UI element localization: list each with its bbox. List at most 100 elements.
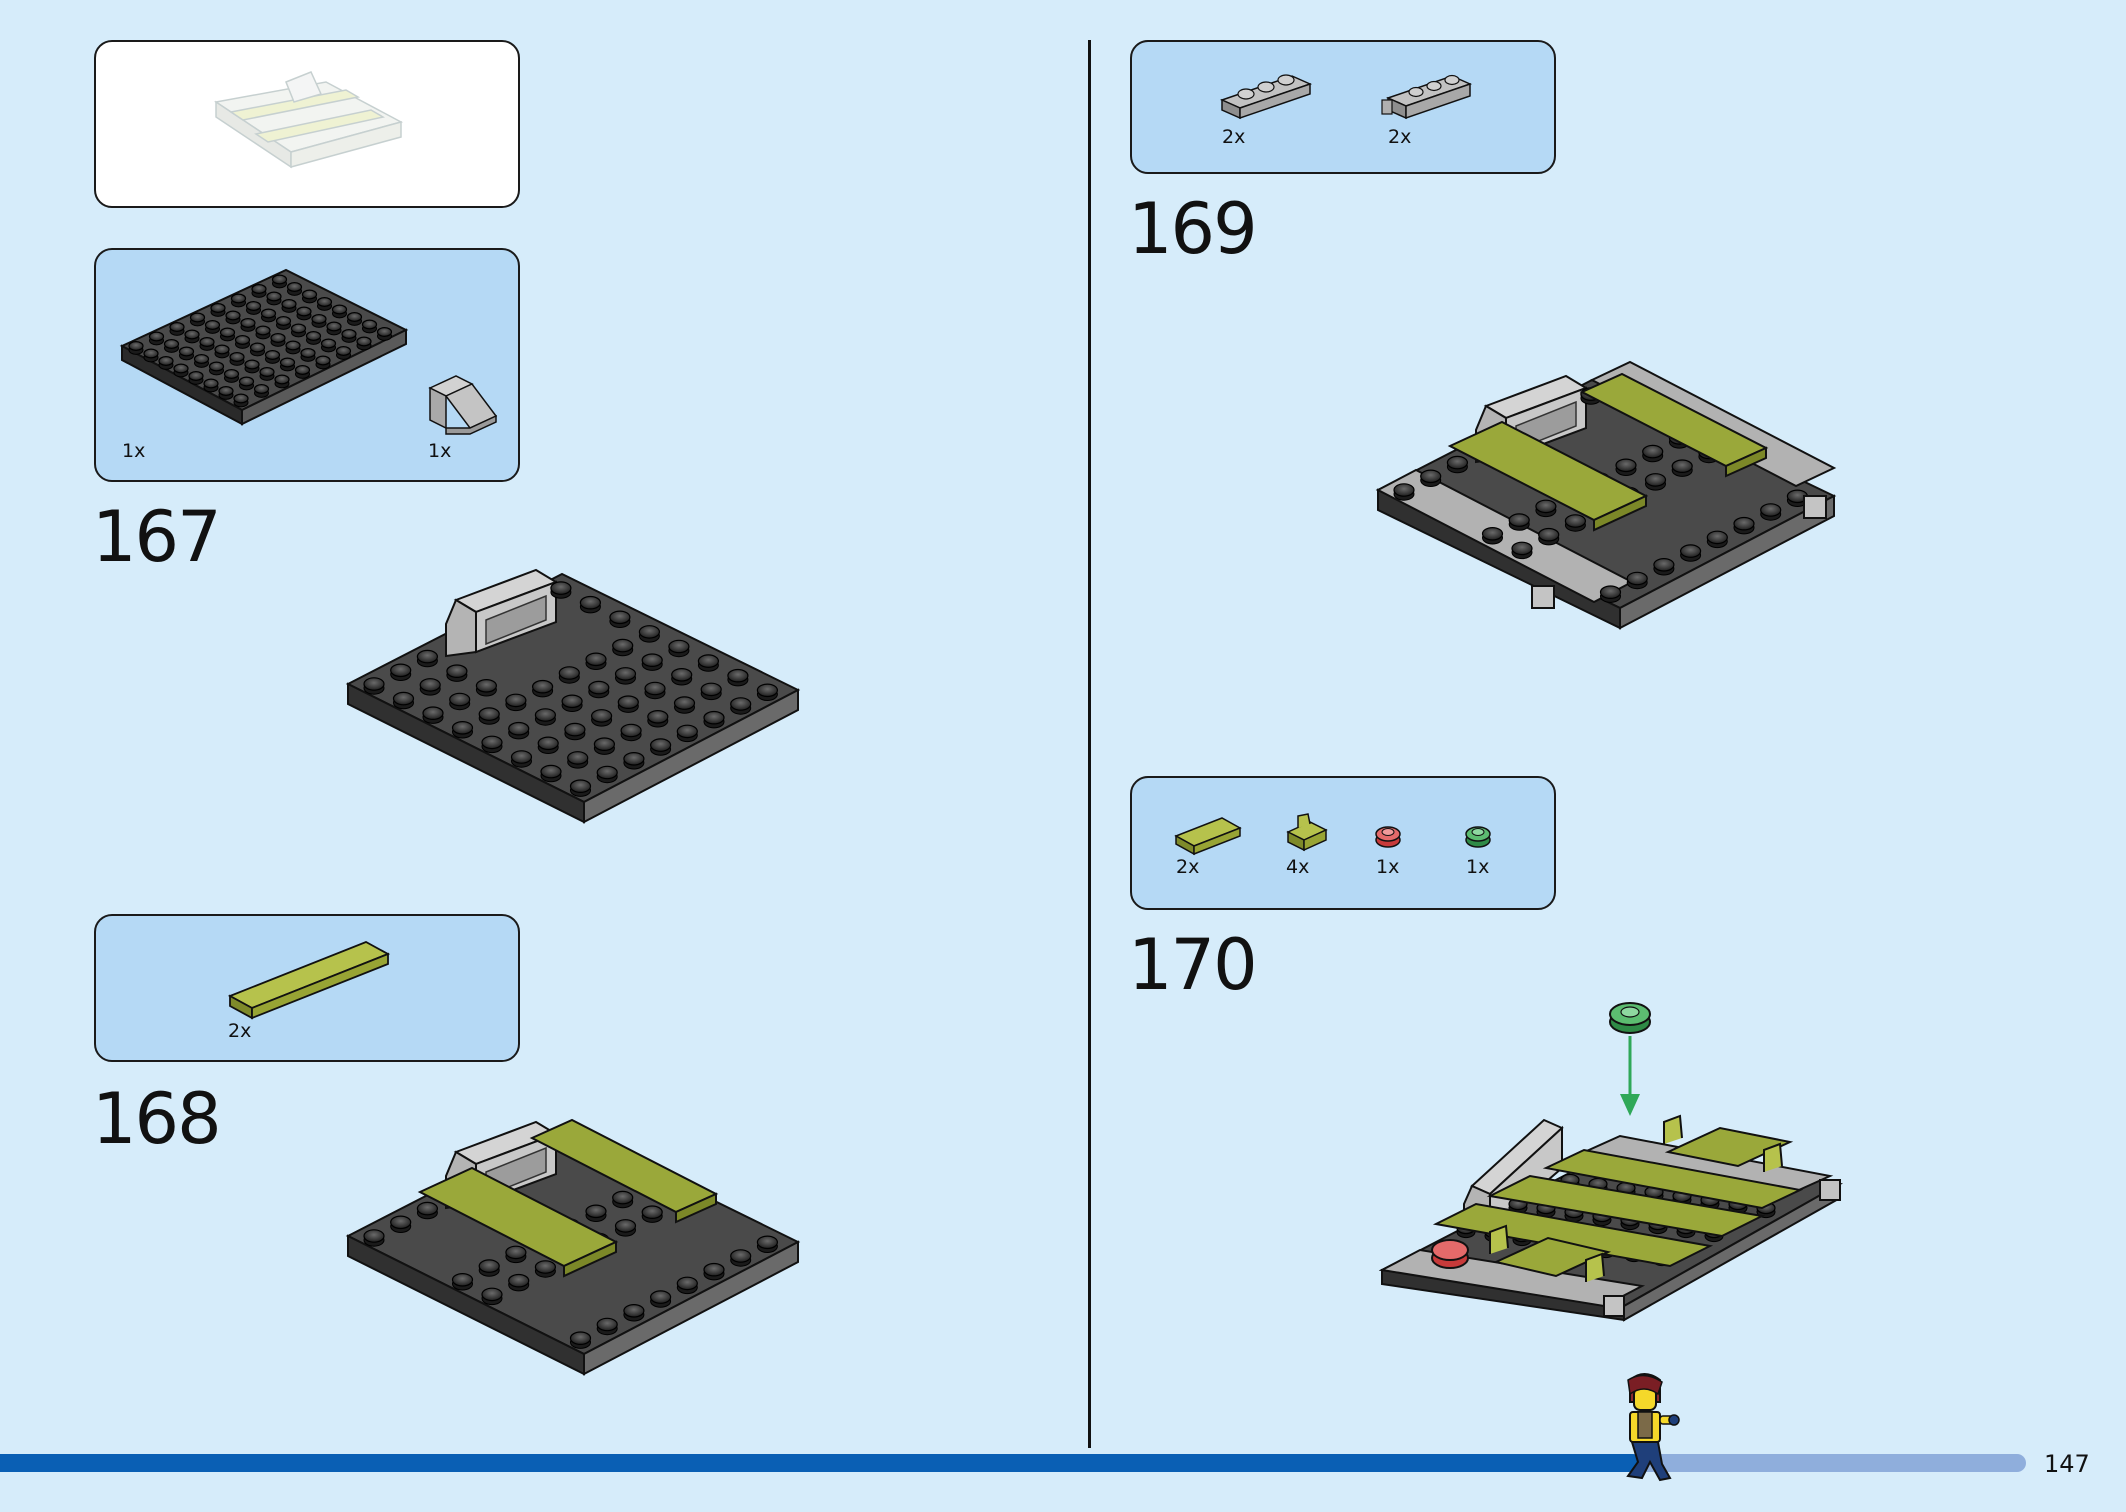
stud <box>335 346 352 356</box>
part-qty-plate-1x3: 2x <box>1222 126 1246 148</box>
minifigure-runner-icon <box>1626 1373 1680 1482</box>
stud <box>647 710 669 724</box>
stud <box>233 393 249 404</box>
step-number-170: 170 <box>1128 924 1258 1006</box>
stud <box>259 367 275 377</box>
step-167-model <box>345 568 801 824</box>
stud <box>756 683 778 698</box>
stud <box>281 299 297 309</box>
stud <box>620 723 642 738</box>
stud <box>356 336 372 347</box>
stud <box>251 284 267 294</box>
stud <box>446 664 468 678</box>
stud <box>193 354 210 364</box>
stud <box>449 692 471 707</box>
stud <box>1393 483 1415 497</box>
stud <box>534 708 556 722</box>
stud <box>286 282 303 292</box>
olive-clips-placed <box>1489 1114 1783 1282</box>
stud <box>249 342 266 353</box>
stud <box>290 323 307 334</box>
stud <box>703 1262 725 1277</box>
stud <box>326 321 342 332</box>
stud <box>1615 458 1637 473</box>
stud <box>537 736 559 751</box>
stud <box>238 376 255 387</box>
slope-panel-placed <box>445 568 559 658</box>
page-number: 147 <box>2044 1450 2090 1478</box>
stud <box>320 338 337 349</box>
stud <box>532 679 554 694</box>
stud <box>392 691 415 706</box>
stud <box>390 663 412 678</box>
stud <box>361 319 378 330</box>
stud <box>128 341 144 351</box>
stud <box>478 1259 500 1273</box>
stud <box>270 333 286 343</box>
stud <box>638 625 660 639</box>
stud <box>614 1219 637 1233</box>
stud <box>376 327 393 337</box>
stud <box>264 350 281 360</box>
stud <box>163 339 180 349</box>
stud <box>244 359 260 370</box>
page-divider <box>1088 40 1091 1448</box>
olive-tiles-placed <box>1447 372 1769 532</box>
stud <box>208 361 225 372</box>
part-qty-round-green: 1x <box>1466 856 1490 878</box>
parts-callout-169: 2x 2x <box>1130 40 1556 174</box>
stud <box>1653 558 1675 572</box>
tile-clip-olive-part <box>1286 813 1328 852</box>
progress-fill <box>0 1454 1642 1472</box>
stud <box>591 709 613 723</box>
stud <box>756 1235 778 1250</box>
stud <box>1420 469 1442 484</box>
stud <box>505 693 527 708</box>
stud <box>218 386 234 396</box>
stud <box>1508 513 1530 527</box>
stud <box>588 680 610 695</box>
stud <box>169 322 185 332</box>
stud <box>579 595 601 610</box>
stud <box>416 649 439 664</box>
stud <box>1481 527 1504 541</box>
stud <box>300 348 316 358</box>
stud <box>703 710 725 725</box>
stud <box>730 697 752 711</box>
stud <box>550 581 572 595</box>
stud <box>596 765 618 780</box>
subassembly-preview-box <box>94 40 520 208</box>
clip-ends <box>1603 1179 1841 1317</box>
stud <box>1599 585 1622 599</box>
stud <box>1511 541 1533 556</box>
stud <box>596 1317 618 1332</box>
stud <box>188 371 204 381</box>
stud <box>478 707 500 721</box>
stud <box>650 1290 672 1304</box>
stud <box>505 1245 527 1260</box>
stud <box>178 346 195 357</box>
stud <box>1626 571 1648 586</box>
olive-tiles-placed <box>417 1118 719 1278</box>
stud <box>1644 473 1667 487</box>
stud <box>451 721 474 735</box>
stud <box>225 310 241 321</box>
stud <box>593 737 615 751</box>
stud <box>229 352 245 362</box>
stud <box>481 735 503 750</box>
parts-callout-167: 1x 1x <box>94 248 520 482</box>
stud <box>422 706 444 720</box>
stud <box>727 668 749 683</box>
stud <box>561 694 583 709</box>
parts-callout-170: 2x 4x 1x 1x <box>1130 776 1556 910</box>
stud <box>668 639 690 654</box>
stud <box>650 738 672 752</box>
stud <box>567 751 589 765</box>
stud <box>275 316 292 326</box>
olive-tiles-placed <box>1432 1126 1804 1278</box>
stud <box>173 363 189 374</box>
stud <box>279 357 296 368</box>
stud <box>184 329 200 340</box>
stud <box>540 764 562 779</box>
stud <box>585 1204 607 1219</box>
